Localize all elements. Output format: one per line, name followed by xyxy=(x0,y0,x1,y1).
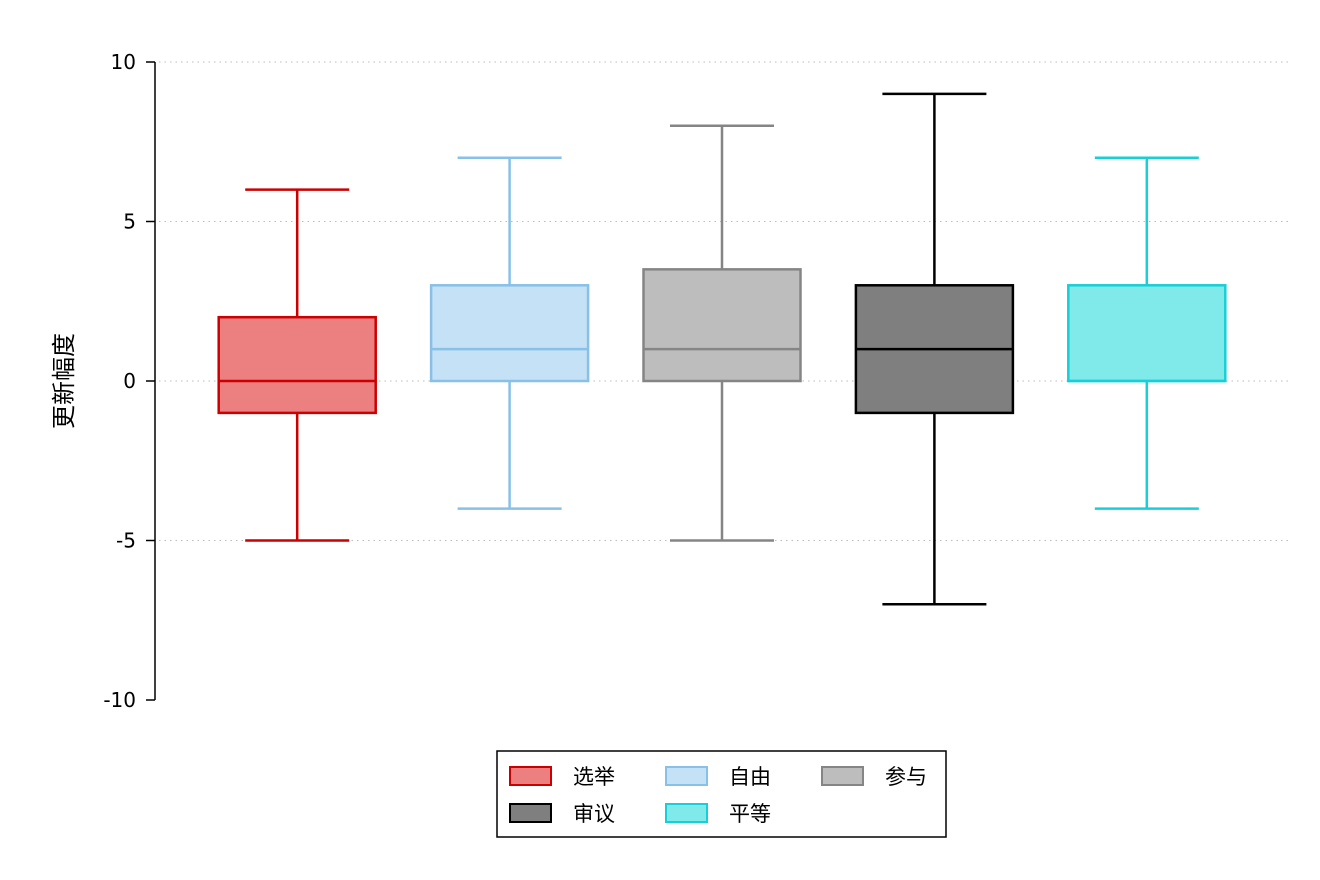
boxes xyxy=(217,92,1227,606)
y-tick-label: 5 xyxy=(123,210,136,234)
box-3 xyxy=(642,124,802,542)
legend-item: 选举 xyxy=(509,765,615,789)
legend-item: 参与 xyxy=(821,765,927,789)
legend-label: 自由 xyxy=(729,765,771,789)
box-iqr xyxy=(642,268,802,383)
y-tick-label: -10 xyxy=(103,688,136,712)
legend-swatch xyxy=(665,803,708,823)
y-tick-label: -5 xyxy=(116,529,136,553)
legend-frame xyxy=(496,750,947,838)
y-tick-label: 10 xyxy=(111,50,136,74)
box-5 xyxy=(1067,156,1227,510)
legend-swatch xyxy=(821,766,864,786)
box-iqr xyxy=(429,284,590,383)
box-iqr xyxy=(1067,284,1227,383)
legend-item: 自由 xyxy=(665,765,771,789)
legend-item: 平等 xyxy=(665,802,771,826)
y-axis: -10 -5 0 5 10 xyxy=(103,50,156,712)
legend-label: 平等 xyxy=(729,802,771,826)
box-iqr xyxy=(217,315,377,415)
box-2 xyxy=(429,156,590,510)
legend-swatch xyxy=(665,766,708,786)
box-4 xyxy=(854,92,1015,606)
y-tick-label: 0 xyxy=(123,369,136,393)
legend-label: 参与 xyxy=(885,765,927,789)
legend-label: 审议 xyxy=(573,802,615,826)
legend-swatch xyxy=(509,766,552,786)
box-1 xyxy=(217,188,377,542)
legend-swatch xyxy=(509,803,552,823)
y-axis-label: 更新幅度 xyxy=(50,333,78,429)
legend-label: 选举 xyxy=(573,765,615,789)
legend-item: 审议 xyxy=(509,802,615,826)
